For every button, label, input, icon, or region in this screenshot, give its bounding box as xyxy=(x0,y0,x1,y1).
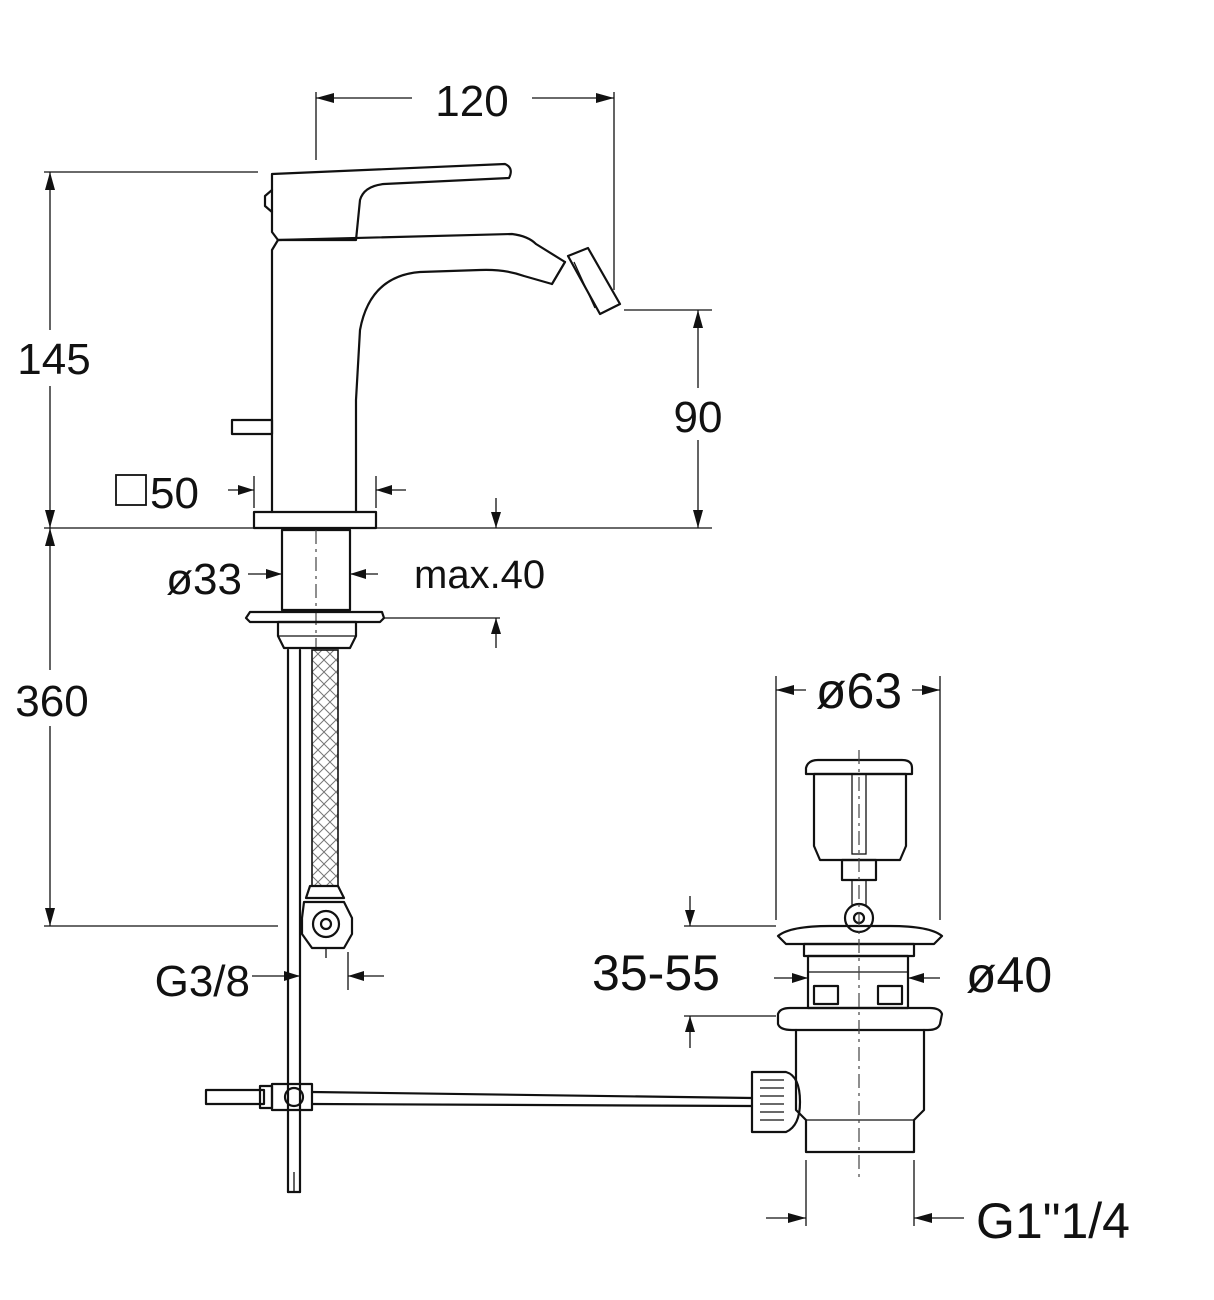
plug-cap xyxy=(804,758,914,776)
label-hose-length: 360 xyxy=(15,677,88,726)
label-body-square: 50 xyxy=(150,469,199,518)
waste-flange xyxy=(776,924,944,946)
dimension-lines xyxy=(44,92,964,1226)
lever-handle xyxy=(270,162,512,242)
mounting-nut xyxy=(276,620,358,650)
horizontal-linkage xyxy=(204,1082,754,1112)
waste-tail xyxy=(794,1028,926,1154)
aerator xyxy=(550,246,622,316)
base-flange xyxy=(252,510,378,530)
label-pop-up-range: 35-55 xyxy=(592,945,720,1001)
mounting-washer xyxy=(244,610,386,624)
pop-up-rod xyxy=(286,648,302,1194)
mixer-body xyxy=(230,162,622,650)
label-height-total: 145 xyxy=(17,335,90,384)
label-plug-diameter: ø63 xyxy=(816,663,902,719)
square-icon xyxy=(115,474,147,506)
side-connector xyxy=(750,1070,802,1134)
label-max-thickness: max.40 xyxy=(414,553,545,597)
lift-rod-knob xyxy=(230,418,274,436)
label-waste-thread: G1"1/4 xyxy=(976,1193,1130,1249)
label-waste-diameter: ø40 xyxy=(966,947,1052,1003)
plug-body xyxy=(812,772,908,862)
waste-nut xyxy=(776,1006,944,1032)
label-shank-diameter: ø33 xyxy=(166,555,242,604)
flexible-hose xyxy=(300,649,354,958)
spout xyxy=(270,232,567,514)
label-spout-height: 90 xyxy=(674,393,723,442)
label-width-top: 120 xyxy=(435,77,508,126)
pop-up-waste xyxy=(750,750,944,1180)
label-hose-thread: G3/8 xyxy=(155,957,250,1006)
hose-nut xyxy=(300,900,354,950)
